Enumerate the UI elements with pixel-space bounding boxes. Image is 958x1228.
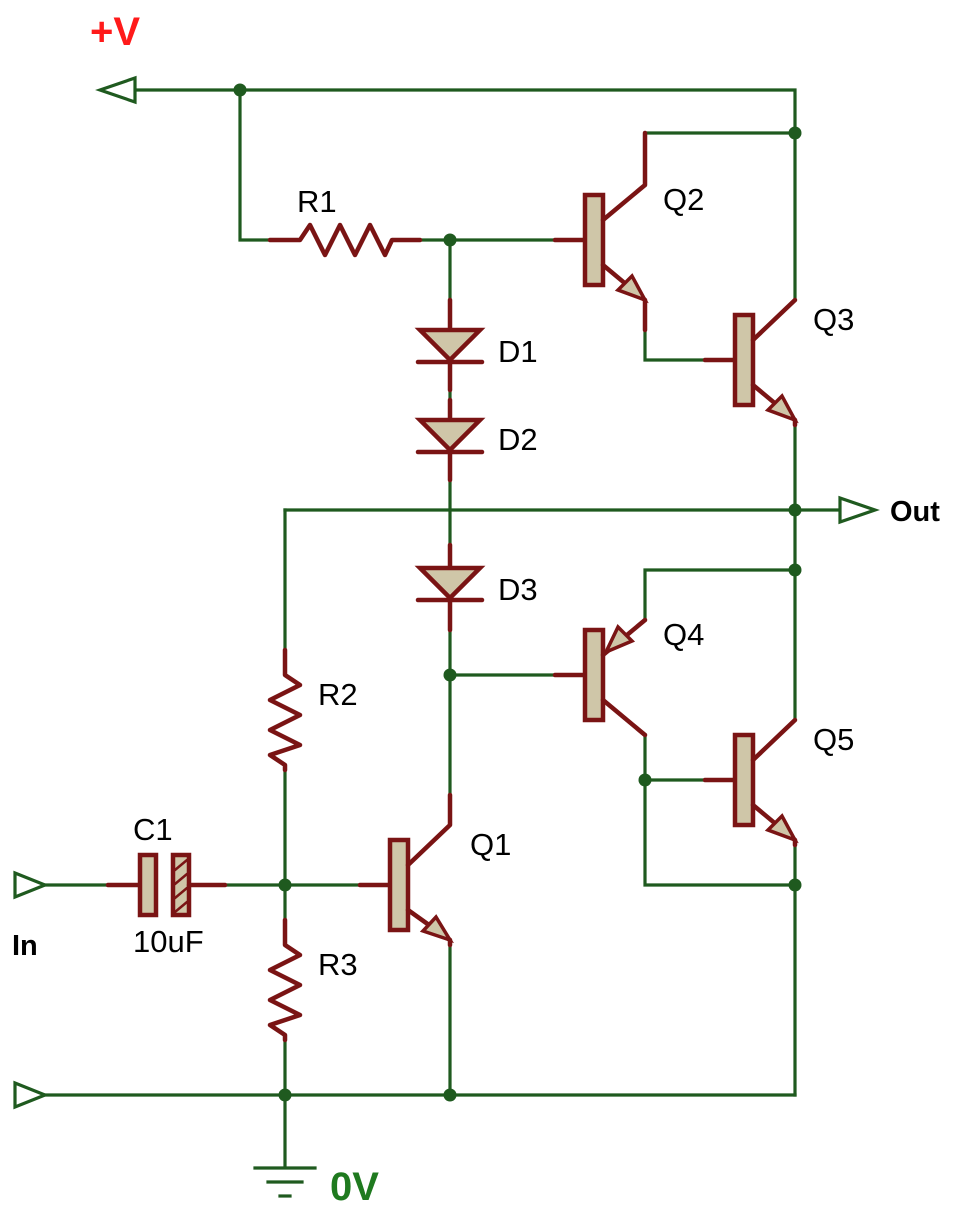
capacitor-c1 (105, 852, 228, 918)
resistor-r2 (267, 647, 303, 773)
supply-terminal-icon (95, 75, 137, 105)
transistor-q4 (552, 617, 648, 738)
transistor-q1 (357, 792, 454, 948)
d3-label: D3 (498, 572, 538, 607)
input-terminal-icon (13, 870, 50, 900)
transistor-q5 (702, 717, 799, 848)
q3-label: Q3 (813, 302, 854, 337)
q1-label: Q1 (470, 827, 511, 862)
r3-label: R3 (318, 947, 358, 982)
d1-label: D1 (498, 334, 538, 369)
q5-label: Q5 (813, 722, 854, 757)
output-label: Out (890, 496, 940, 528)
c1-value-label: 10uF (133, 924, 204, 959)
diode-d3 (414, 542, 486, 633)
supply-label: +V (90, 10, 140, 54)
c1-label: C1 (133, 812, 173, 847)
ground-terminal-icon (13, 1080, 50, 1110)
r1-label: R1 (297, 184, 337, 219)
transistor-q2 (552, 130, 649, 333)
resistor-r1 (267, 222, 423, 258)
d2-label: D2 (498, 422, 538, 457)
diode-d2 (414, 397, 486, 483)
resistor-r3 (267, 917, 303, 1043)
wires (43, 88, 842, 1167)
ground-symbol-icon (253, 1166, 317, 1198)
q4-label: Q4 (663, 617, 704, 652)
ground-label: 0V (330, 1165, 379, 1209)
r2-label: R2 (318, 677, 358, 712)
q2-label: Q2 (663, 182, 704, 217)
output-terminal-icon (838, 495, 880, 525)
diode-d1 (414, 297, 486, 393)
transistor-q3 (702, 297, 799, 428)
junctions (233, 83, 802, 1102)
input-label: In (12, 930, 38, 962)
